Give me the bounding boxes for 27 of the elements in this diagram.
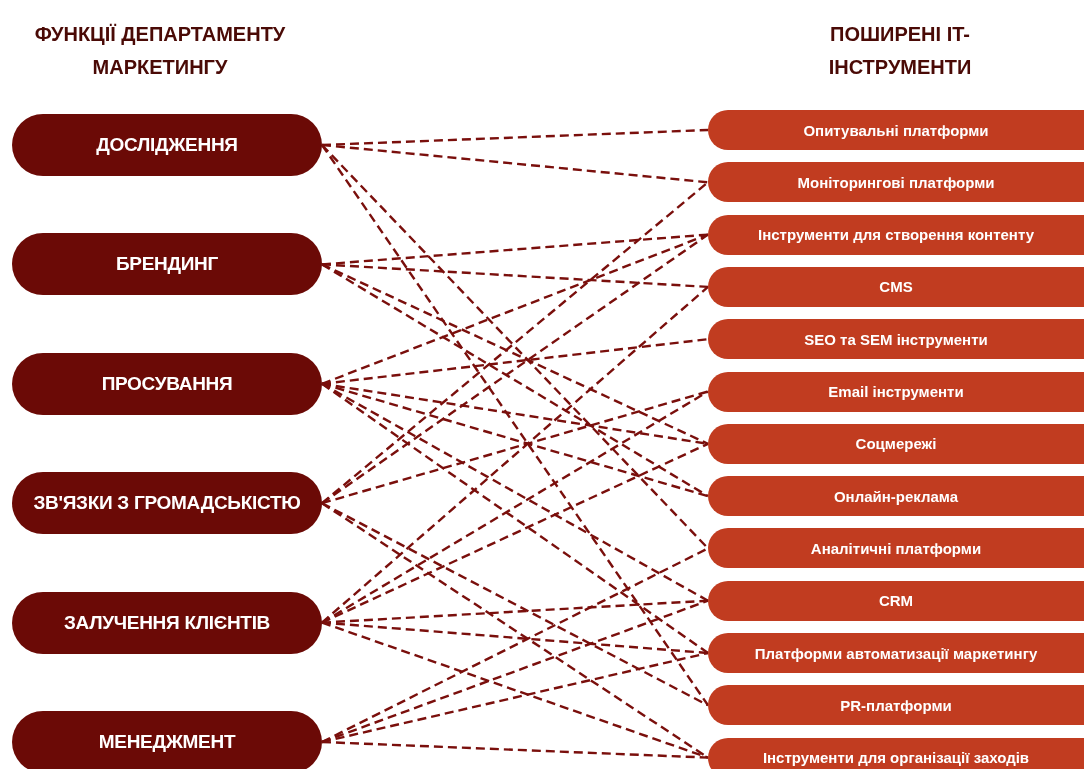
function-pill: ЗАЛУЧЕННЯ КЛІЄНТІВ — [12, 591, 322, 654]
function-pill: ПРОСУВАННЯ — [12, 352, 322, 415]
column-heading: ФУНКЦІЇ ДЕПАРТАМЕНТУ МАРКЕТИНГУ — [33, 22, 287, 80]
column-heading: ПОШИРЕНІ IT-ІНСТРУМЕНТИ — [827, 22, 973, 80]
tool-tab: CRM — [708, 580, 1084, 621]
dashed-connector — [321, 143, 709, 184]
dashed-connector — [321, 740, 709, 759]
dashed-connector — [321, 233, 709, 385]
tool-tab: Інструменти для створення контенту — [708, 214, 1084, 255]
tool-tab: Аналітичні платформи — [708, 528, 1084, 569]
dashed-connector — [321, 263, 709, 445]
tool-tab: Платформи автоматизації маркетингу — [708, 633, 1084, 673]
function-pill: ЗВ'ЯЗКИ З ГРОМАДСЬКІСТЮ — [12, 472, 322, 535]
tool-tab: SEO та SEM інструменти — [708, 319, 1084, 360]
tool-tab: Онлайн-реклама — [708, 476, 1084, 517]
tool-tab: Email інструменти — [708, 371, 1084, 412]
function-pill: МЕНЕДЖМЕНТ — [12, 711, 322, 769]
tool-tab: CMS — [708, 266, 1084, 307]
dashed-connector — [321, 144, 709, 706]
tool-tab: Інструменти для організації заходів — [708, 737, 1084, 769]
tool-tab: PR-платформи — [708, 685, 1084, 726]
tool-tab: Опитувальні платформи — [708, 110, 1084, 150]
function-pill: БРЕНДИНГ — [12, 233, 322, 296]
dashed-connector — [321, 263, 709, 289]
function-pill: ДОСЛІДЖЕННЯ — [12, 114, 322, 176]
tool-tab: Соцмережі — [708, 423, 1084, 464]
tool-tab: Моніторингові платформи — [708, 162, 1084, 203]
